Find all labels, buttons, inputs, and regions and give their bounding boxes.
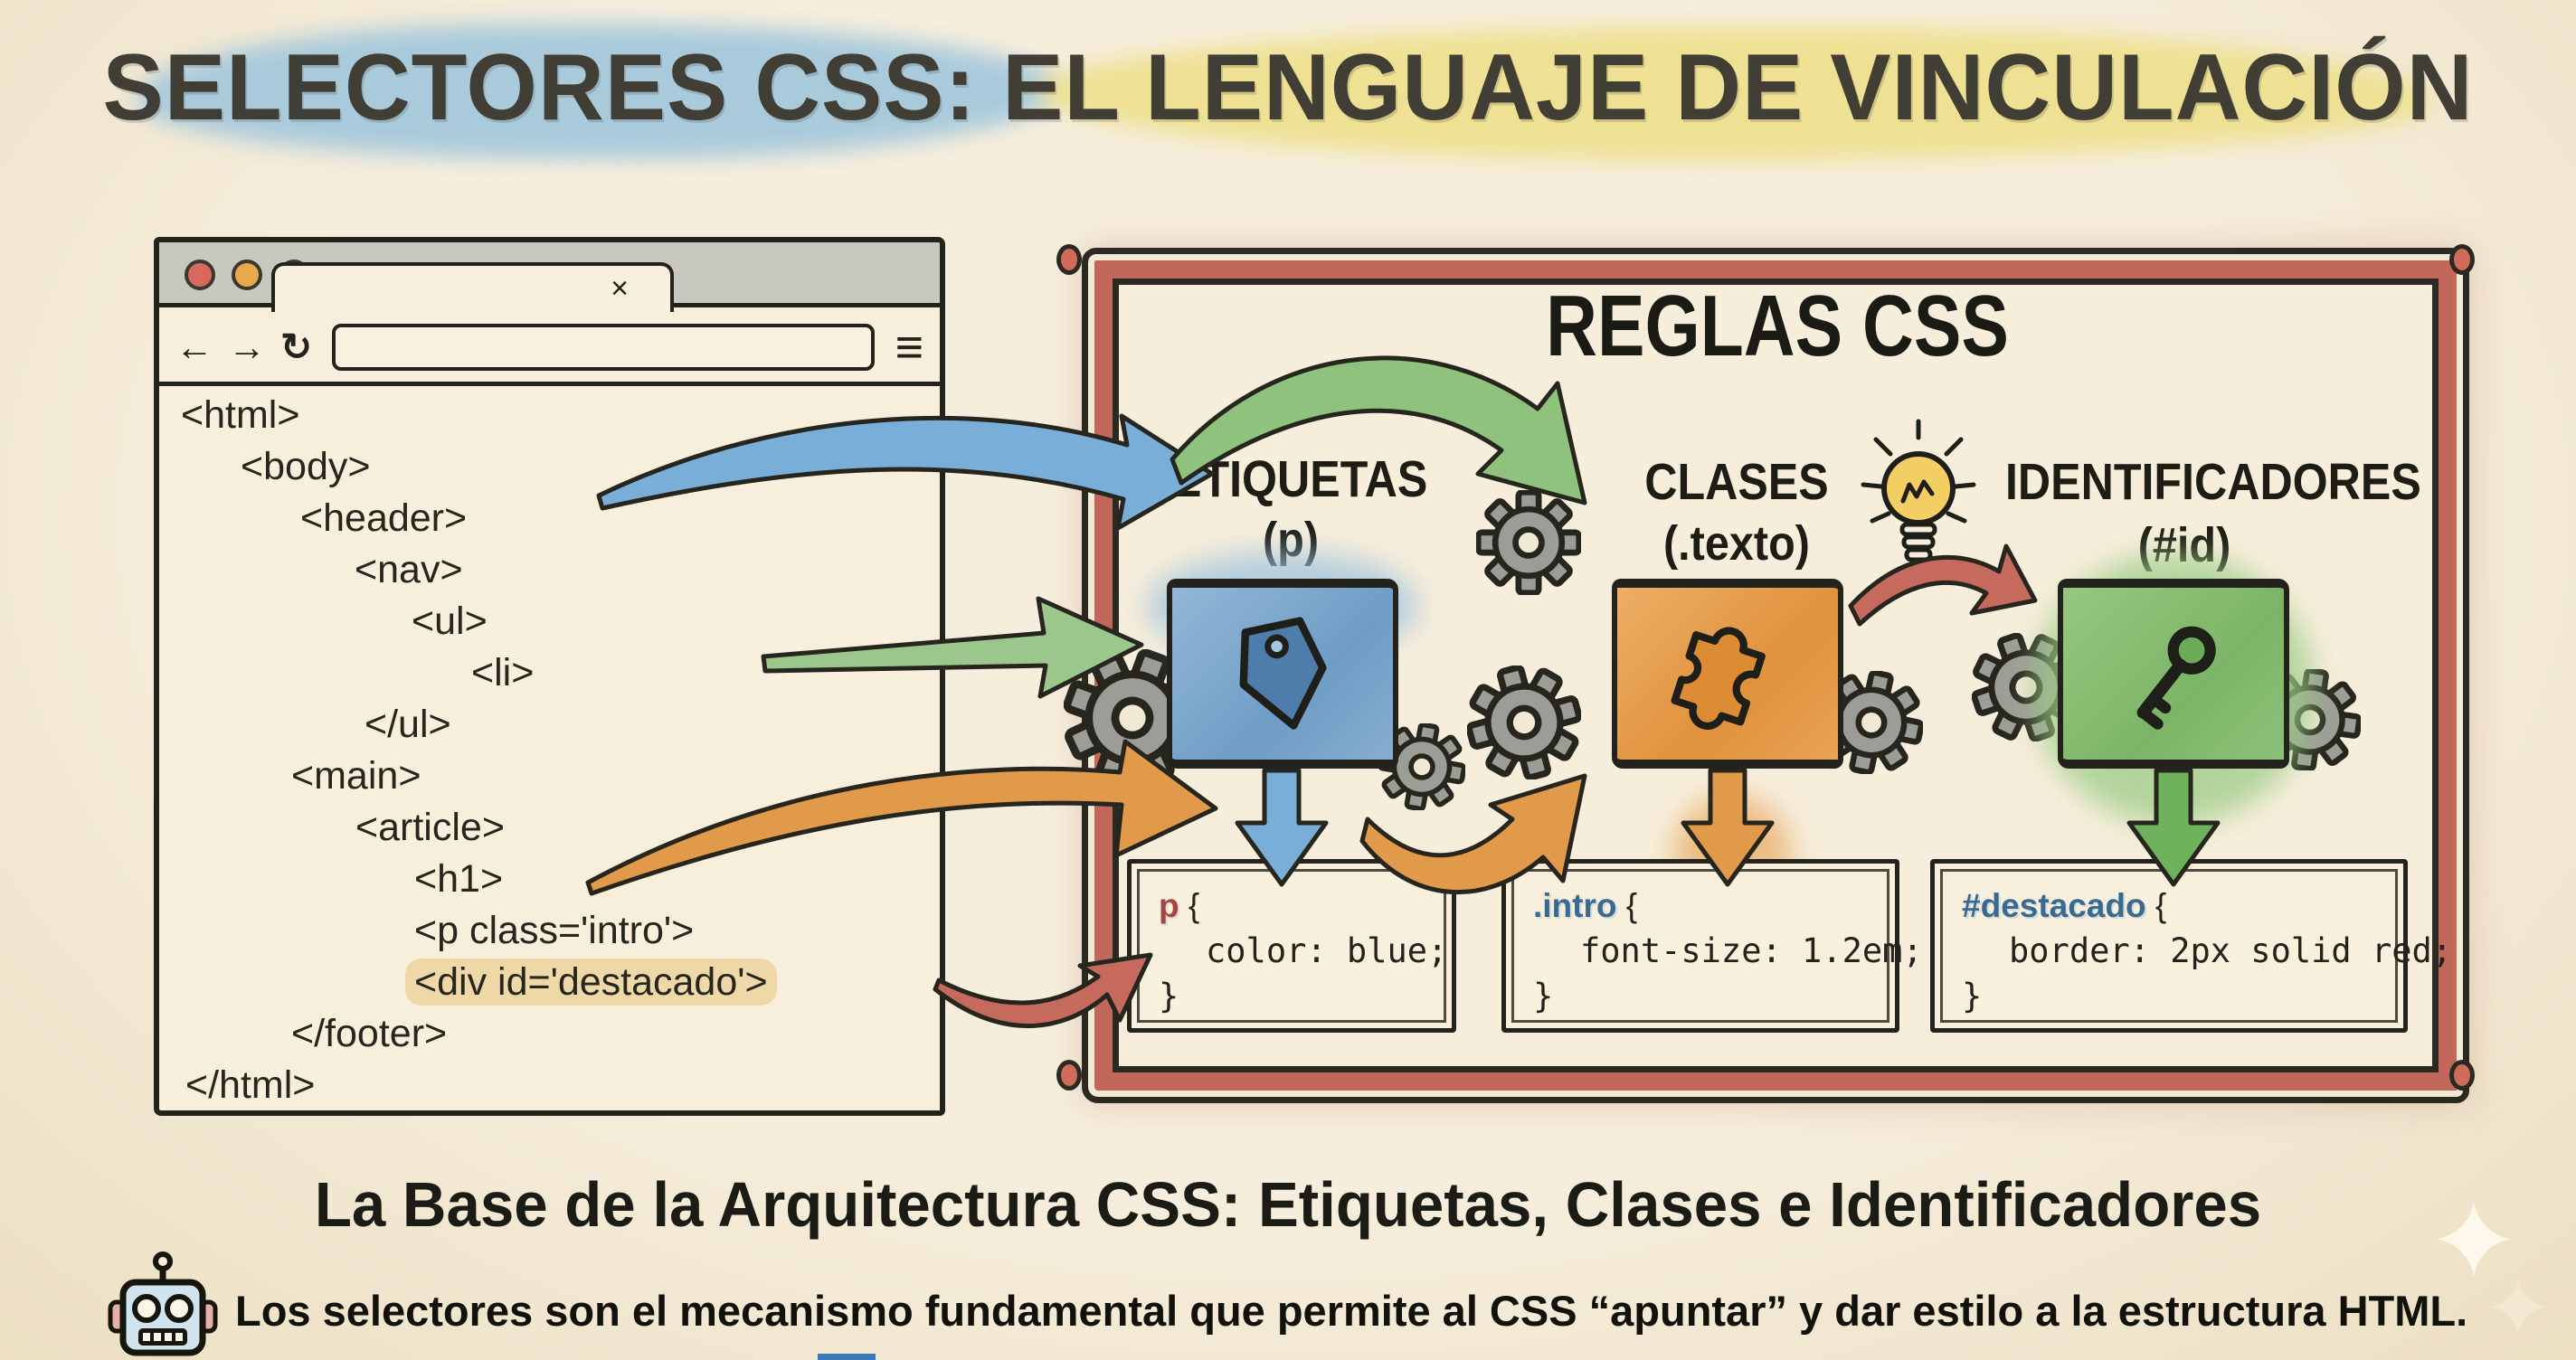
panel-title: REGLAS CSS [1546,278,2009,374]
css-selector-line: .intro { [1533,887,1638,924]
code-line: </footer> [291,1012,448,1055]
code-line: <li> [471,651,535,694]
frame-corner-dot [2449,1060,2475,1091]
title-blue-wash [136,24,1063,159]
css-rule-box-clase: .intro { font-size: 1.2em; } [1501,859,1923,1033]
browser-titlebar: × [159,242,940,312]
puzzle-icon [1671,627,1766,730]
code-line: <p class='intro'> [414,909,695,952]
footer-note: Los selectores son el mecanismo fundamen… [235,1287,2468,1335]
code-line: <body> [241,445,371,488]
footer-headline: La Base de la Arquitectura CSS: Etiqueta… [314,1169,2262,1240]
clases-icon-box [1612,579,1843,769]
css-close-line: } [1962,977,1983,1015]
code-line: </ul> [365,703,451,746]
css-close-line: } [1533,977,1554,1015]
selector-p: p [1159,887,1179,924]
css-property-line: border: 2px solid red; [2009,931,2453,970]
traffic-light-red-icon [185,260,215,290]
selector-destacado: #destacado [1962,887,2146,924]
bottom-edge-artifact [818,1354,876,1360]
css-rule-box-identificador: #destacado { border: 2px solid red; } [1930,859,2453,1033]
frame-corner-dot [1056,1060,1082,1091]
css-close-line: } [1159,977,1179,1015]
css-property-line: color: blue; [1206,931,1448,970]
traffic-light-yellow-icon [232,260,262,290]
code-line-destacado: <div id='destacado'> [405,957,940,1008]
key-icon [2136,626,2216,730]
title-yellow-wash [1036,27,2433,161]
html-code-listing: <html> <body> <header> <nav> <ul> <li> <… [159,390,940,1111]
column-label-etiquetas: ETIQUETAS [1171,450,1428,508]
tab-close-icon: × [611,271,629,306]
title-part-lenguaje: EL LENGUAJE DE VINCULACIÓN [1002,35,2474,140]
code-line: </html> [185,1063,316,1107]
code-line: <ul> [412,600,488,643]
frame-corner-dot [1056,244,1082,275]
css-selector-line: p { [1159,887,1200,924]
sparkle-icon [2436,1202,2546,1335]
title-part-selectores: SELECTORES CSS: [102,35,977,140]
browser-toolbar: ← → ↻ ≡ [159,312,940,386]
selector-intro: .intro [1533,887,1617,924]
browser-tab: × [271,262,674,312]
gear-icon [1467,666,1581,779]
code-line: <h1> [414,857,504,901]
column-sublabel-texto: (.texto) [1663,516,1810,571]
css-property-line: font-size: 1.2em; [1580,931,1923,970]
code-line: <main> [291,754,421,798]
etiquetas-icon-box [1167,579,1398,769]
hamburger-menu-icon: ≡ [895,319,923,374]
back-icon: ← [175,325,213,368]
tag-icon [1239,617,1327,730]
robot-icon [108,1251,218,1356]
page-title: SELECTORES CSS: EL LENGUAJE DE VINCULACI… [39,34,2538,142]
code-line: <html> [181,393,300,437]
forward-icon: → [228,325,266,368]
column-label-identificadores: IDENTIFICADORES [2005,453,2421,511]
identificadores-icon-box [2058,579,2289,769]
css-selector-line: #destacado { [1962,887,2167,924]
code-line: <nav> [355,548,463,591]
code-line: <article> [355,806,505,849]
gear-icon [1476,490,1581,595]
frame-corner-dot [2449,244,2475,275]
url-bar [332,323,876,371]
code-line: <header> [300,496,468,540]
css-rule-box-etiqueta: p { color: blue; } [1127,859,1456,1033]
browser-window: × ← → ↻ ≡ <html> <body> <header> <nav> <… [154,237,945,1116]
reload-icon: ↻ [280,325,313,368]
column-label-clases: CLASES [1644,453,1829,511]
